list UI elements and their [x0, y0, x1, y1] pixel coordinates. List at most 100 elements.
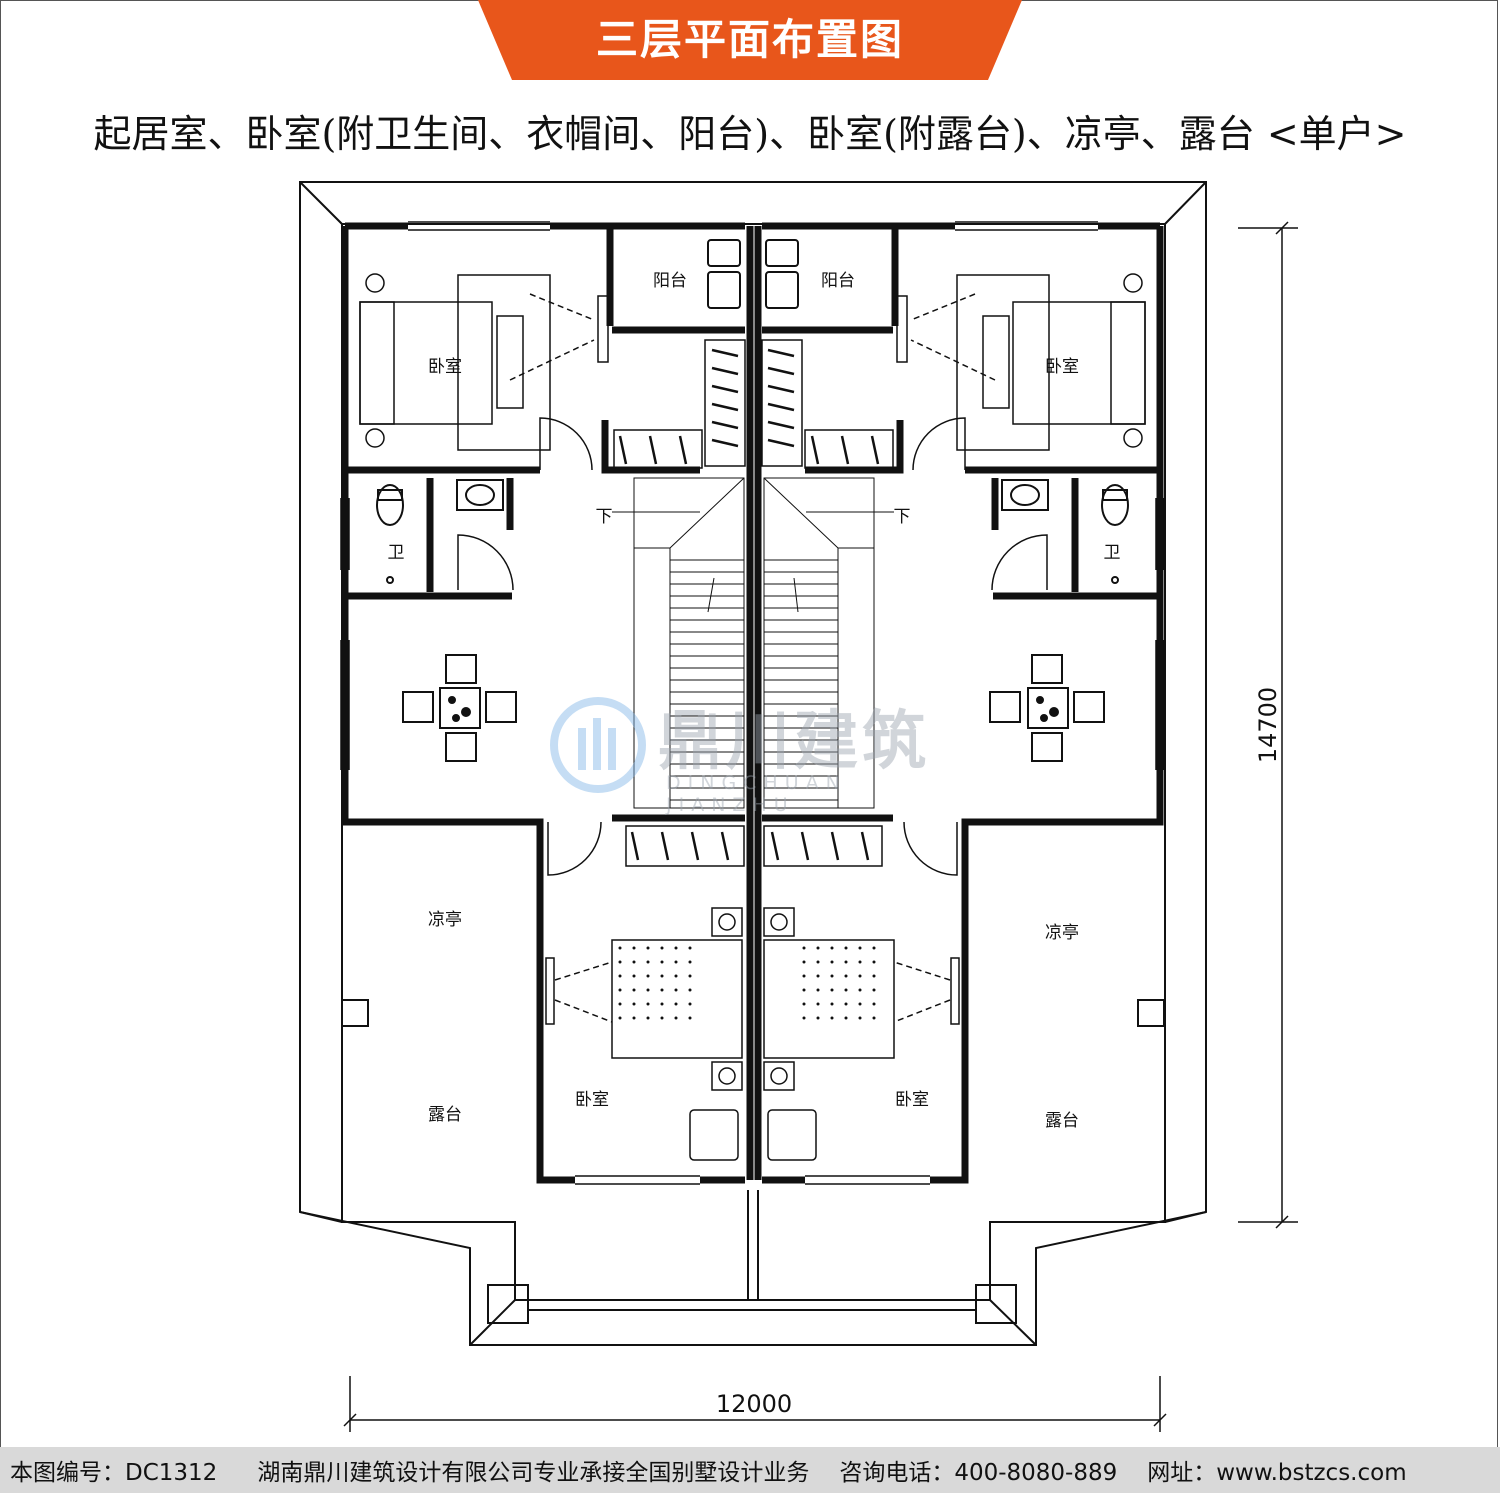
bed-pattern-dot — [830, 988, 834, 992]
bed-pattern-dot — [872, 988, 876, 992]
bed-pattern-dot — [844, 1002, 848, 1006]
bed-pattern-dot — [674, 1016, 678, 1020]
living-table-right — [989, 654, 1105, 762]
bed-pattern-dot — [688, 1002, 692, 1006]
watermark-cn: 鼎川建筑 — [658, 705, 930, 779]
bed-pattern-dot — [646, 988, 650, 992]
bed-pattern-dot — [688, 946, 692, 950]
bath-fixtures — [376, 479, 1129, 584]
bed-pattern-dot — [872, 1016, 876, 1020]
wardrobe-hanger — [810, 435, 820, 465]
bed-pattern-dot — [844, 1016, 848, 1020]
terrace-left-label: 露台 — [428, 1105, 462, 1125]
bed-pattern-dot — [858, 946, 862, 950]
bed-pattern-dot — [802, 974, 806, 978]
bed-dots — [618, 946, 876, 1020]
bedroom-bottom-right-label: 卧室 — [895, 1090, 929, 1110]
bed-pattern-dot — [816, 974, 820, 978]
bed-top-right — [910, 273, 1146, 451]
bed-pattern-dot — [674, 960, 678, 964]
bed-pattern-dot — [660, 1016, 664, 1020]
bed-pattern-dot — [618, 974, 622, 978]
bed-top-left — [359, 273, 595, 451]
bath-left-label: 卫 — [388, 543, 405, 563]
bed-pattern-dot — [802, 988, 806, 992]
dimension-width-label: 12000 — [716, 1390, 792, 1418]
bed-pattern-dot — [844, 960, 848, 964]
stair-down-right-label: 下 — [894, 507, 911, 527]
bed-pattern-dot — [632, 974, 636, 978]
page-title: 三层平面布置图 — [595, 15, 904, 64]
bed-pattern-dot — [646, 974, 650, 978]
bed-pattern-dot — [688, 974, 692, 978]
bed-pattern-dot — [618, 960, 622, 964]
bed-pattern-dot — [858, 974, 862, 978]
watermark-logo-icon — [550, 697, 646, 793]
bed-pattern-dot — [674, 974, 678, 978]
bedroom-top-right-label: 卧室 — [1045, 357, 1079, 377]
bed-pattern-dot — [688, 960, 692, 964]
bed-pattern-dot — [618, 1016, 622, 1020]
wardrobe-hanger — [870, 435, 880, 465]
bed-pattern-dot — [660, 974, 664, 978]
wardrobe-hanger — [711, 384, 739, 394]
bed-bottom-left — [554, 907, 743, 1161]
bed-pattern-dot — [844, 974, 848, 978]
windows — [340, 221, 1165, 1185]
roof-outline — [299, 181, 1207, 1346]
bed-pattern-dot — [872, 1002, 876, 1006]
pavilion-right-label: 凉亭 — [1045, 923, 1079, 943]
wardrobe-hanger — [648, 435, 658, 465]
wardrobe-hanger — [690, 831, 700, 861]
bed-pattern-dot — [802, 1016, 806, 1020]
stair-treads — [670, 559, 838, 801]
wardrobe-hanger — [720, 831, 730, 861]
bed-pattern-dot — [858, 1016, 862, 1020]
bed-pattern-dot — [830, 1016, 834, 1020]
doors — [457, 295, 1048, 1025]
bed-pattern-dot — [618, 946, 622, 950]
bed-pattern-dot — [674, 946, 678, 950]
footer-phone: 咨询电话：400-8080-889 — [839, 1460, 1118, 1486]
watermark-en: DINGCHUAN JIANZHU — [666, 772, 847, 816]
bed-pattern-dot — [830, 960, 834, 964]
wardrobe-hangers — [618, 348, 880, 861]
title-banner-shape — [478, 0, 1022, 80]
stair-down-left-label: 下 — [596, 507, 613, 527]
stairs — [612, 477, 894, 809]
wardrobe-hanger — [830, 831, 840, 861]
wardrobe-hanger — [767, 384, 795, 394]
wardrobe-hanger — [618, 435, 628, 465]
wardrobe-hanger — [711, 402, 739, 412]
pavilion-left-label: 凉亭 — [428, 910, 462, 930]
dimension-depth-label: 14700 — [1254, 687, 1282, 763]
watermark: 鼎川建筑 DINGCHUAN JIANZHU — [548, 690, 968, 816]
walls — [341, 222, 1164, 1184]
bed-pattern-dot — [618, 1002, 622, 1006]
bed-bottom-right — [763, 907, 951, 1161]
bed-pattern-dot — [660, 988, 664, 992]
balcony-right-label: 阳台 — [821, 271, 855, 291]
bed-pattern-dot — [632, 1002, 636, 1006]
bed-pattern-dot — [802, 1002, 806, 1006]
wardrobe-hanger — [770, 831, 780, 861]
bed-pattern-dot — [858, 1002, 862, 1006]
wardrobe-hanger — [860, 831, 870, 861]
bed-pattern-dot — [802, 960, 806, 964]
bed-pattern-dot — [632, 960, 636, 964]
wardrobe-hanger — [800, 831, 810, 861]
bed-pattern-dot — [830, 946, 834, 950]
bed-pattern-dot — [844, 988, 848, 992]
bed-pattern-dot — [618, 988, 622, 992]
bed-pattern-dot — [688, 1016, 692, 1020]
bed-pattern-dot — [830, 974, 834, 978]
bed-pattern-dot — [632, 988, 636, 992]
bed-pattern-dot — [802, 946, 806, 950]
wardrobe-hanger — [678, 435, 688, 465]
wardrobe-hanger — [630, 831, 640, 861]
footer-bar: 本图编号：DC1312 湖南鼎川建筑设计有限公司专业承接全国别墅设计业务 咨询电… — [0, 1447, 1500, 1493]
wardrobe-hanger — [767, 348, 795, 358]
bed-pattern-dot — [646, 1016, 650, 1020]
title-banner — [478, 0, 1022, 80]
